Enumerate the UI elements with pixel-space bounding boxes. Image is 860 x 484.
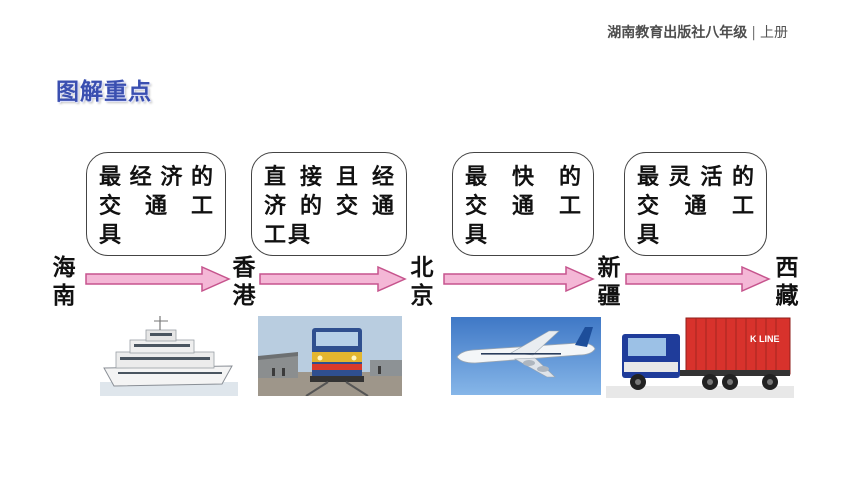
container-truck-photo: K LINE [606,312,794,398]
callout-train-line-3: 工具 [264,223,313,248]
callout-train-line-1: 直接且经 [264,165,396,190]
callout-airplane-line-1: 最 快 的 [465,165,583,190]
callout-truck-line-2: 交 通 工 [637,194,756,219]
callout-ship: 最经济的 交 通 工 具 [86,152,226,256]
train-photo [258,316,402,396]
callout-train-line-2: 济的交通 [264,194,396,219]
callout-ship-line-1: 最经济的 [99,165,215,190]
header-separator: | [751,25,756,41]
callout-truck: 最灵活的 交 通 工 具 [624,152,767,256]
arrow-beijing-xinjiang [443,265,595,293]
callout-airplane: 最 快 的 交 通 工 具 [452,152,594,256]
callout-airplane-line-3: 具 [465,223,490,248]
callout-ship-line-3: 具 [99,223,124,248]
callout-truck-line-1: 最灵活的 [637,165,756,190]
callout-train: 直接且经 济的交通 工具 [251,152,407,256]
callout-airplane-line-2: 交 通 工 [465,194,583,219]
arrow-xinjiang-xizang [625,265,771,293]
place-beijing: 北京 [410,255,434,309]
place-hainan: 海南 [52,255,76,309]
airplane-photo [451,317,601,395]
place-xizang: 西藏 [775,255,799,309]
arrow-hongkong-beijing [259,265,407,293]
arrow-hainan-hongkong [85,265,231,293]
callout-ship-line-2: 交 通 工 [99,194,215,219]
section-title: 图解重点 [56,79,152,105]
truck-logo-text: K LINE [750,334,780,344]
publisher-name: 湖南教育出版社八年级 [607,25,748,41]
cruise-ship-photo [100,312,238,396]
place-hongkong: 香港 [232,255,256,309]
volume-label: 上册 [760,25,788,41]
callout-truck-line-3: 具 [637,223,662,248]
publisher-header: 湖南教育出版社八年级|上册 [607,22,788,42]
place-xinjiang: 新疆 [597,255,621,309]
